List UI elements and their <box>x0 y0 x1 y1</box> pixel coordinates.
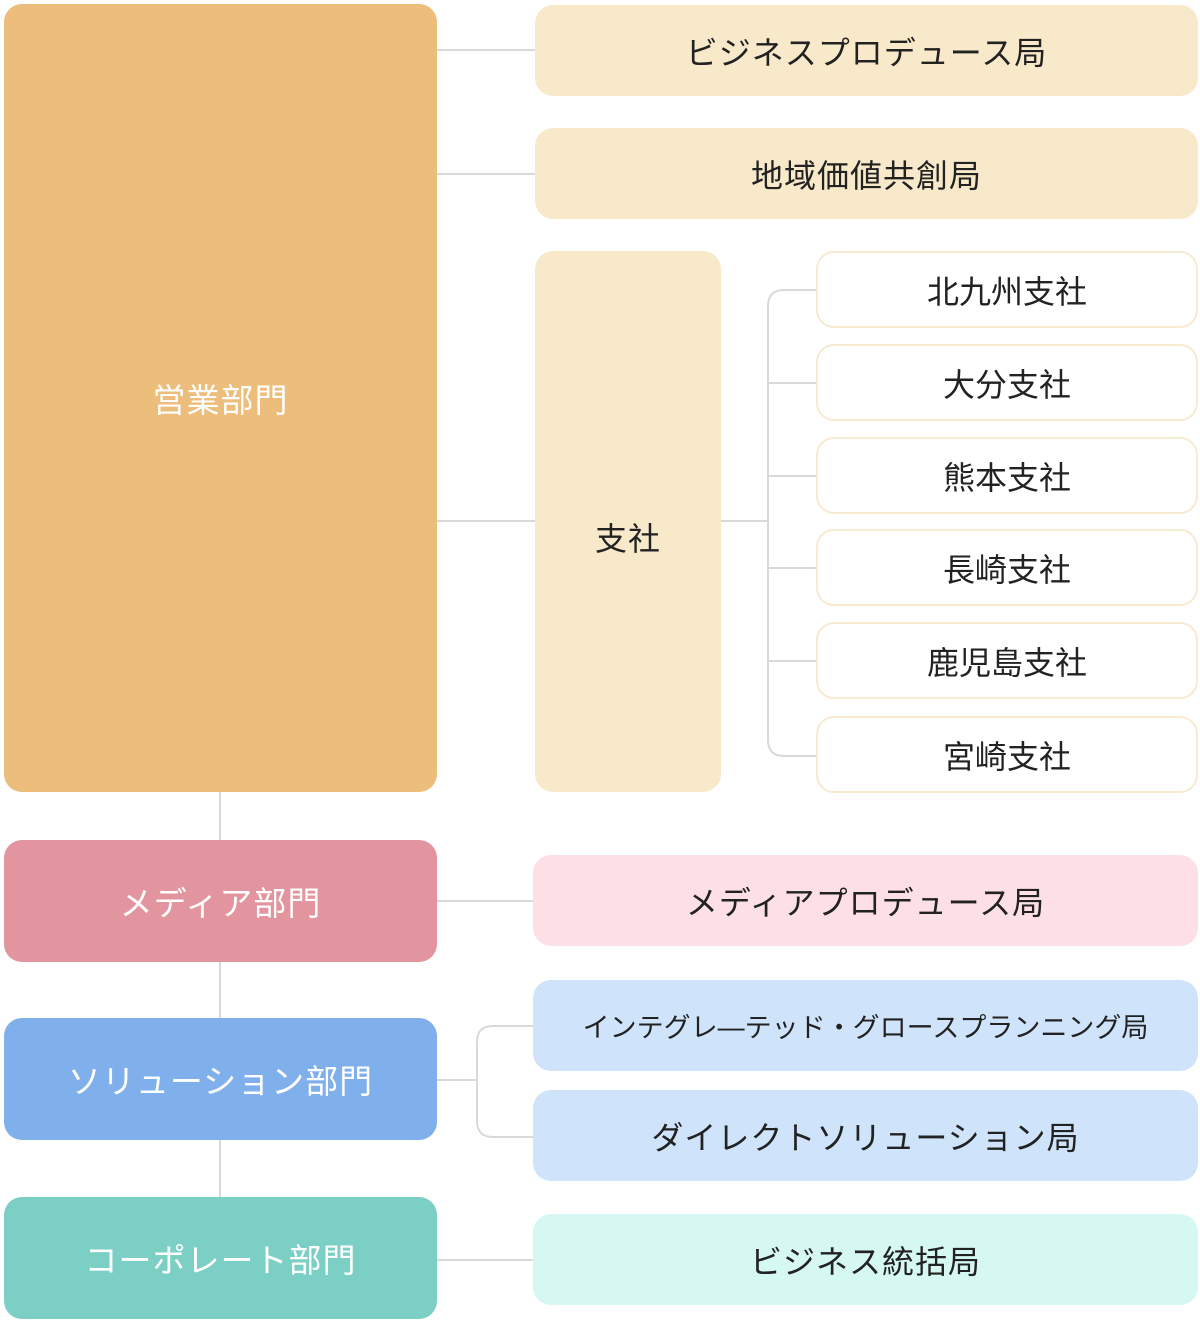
sales-department: 営業部門 <box>4 4 437 792</box>
integrated-growth-planning-bureau: インテグレ―テッド・グロースプランニング局 <box>533 980 1198 1071</box>
connector-solution-tree <box>476 1025 533 1138</box>
regional-value-bureau: 地域価値共創局 <box>535 128 1198 219</box>
solution-department: ソリューション部門 <box>4 1018 437 1140</box>
business-produce-bureau: ビジネスプロデュース局 <box>535 5 1198 96</box>
branch-office-nagasaki: 長崎支社 <box>816 529 1198 606</box>
corporate-department: コーポレート部門 <box>4 1197 437 1319</box>
media-department: メディア部門 <box>4 840 437 962</box>
branch-office-kitakyushu: 北九州支社 <box>816 251 1198 328</box>
business-management-bureau: ビジネス統括局 <box>533 1214 1198 1305</box>
branch-office-miyazaki: 宮崎支社 <box>816 716 1198 793</box>
branch-office-kagoshima: 鹿児島支社 <box>816 622 1198 699</box>
direct-solution-bureau: ダイレクトソリューション局 <box>533 1090 1198 1181</box>
branch-office-oita: 大分支社 <box>816 344 1198 421</box>
branch-group: 支社 <box>535 251 721 792</box>
connector-branch-tree <box>767 289 816 757</box>
branch-office-kumamoto: 熊本支社 <box>816 437 1198 514</box>
media-produce-bureau: メディアプロデュース局 <box>533 855 1198 946</box>
